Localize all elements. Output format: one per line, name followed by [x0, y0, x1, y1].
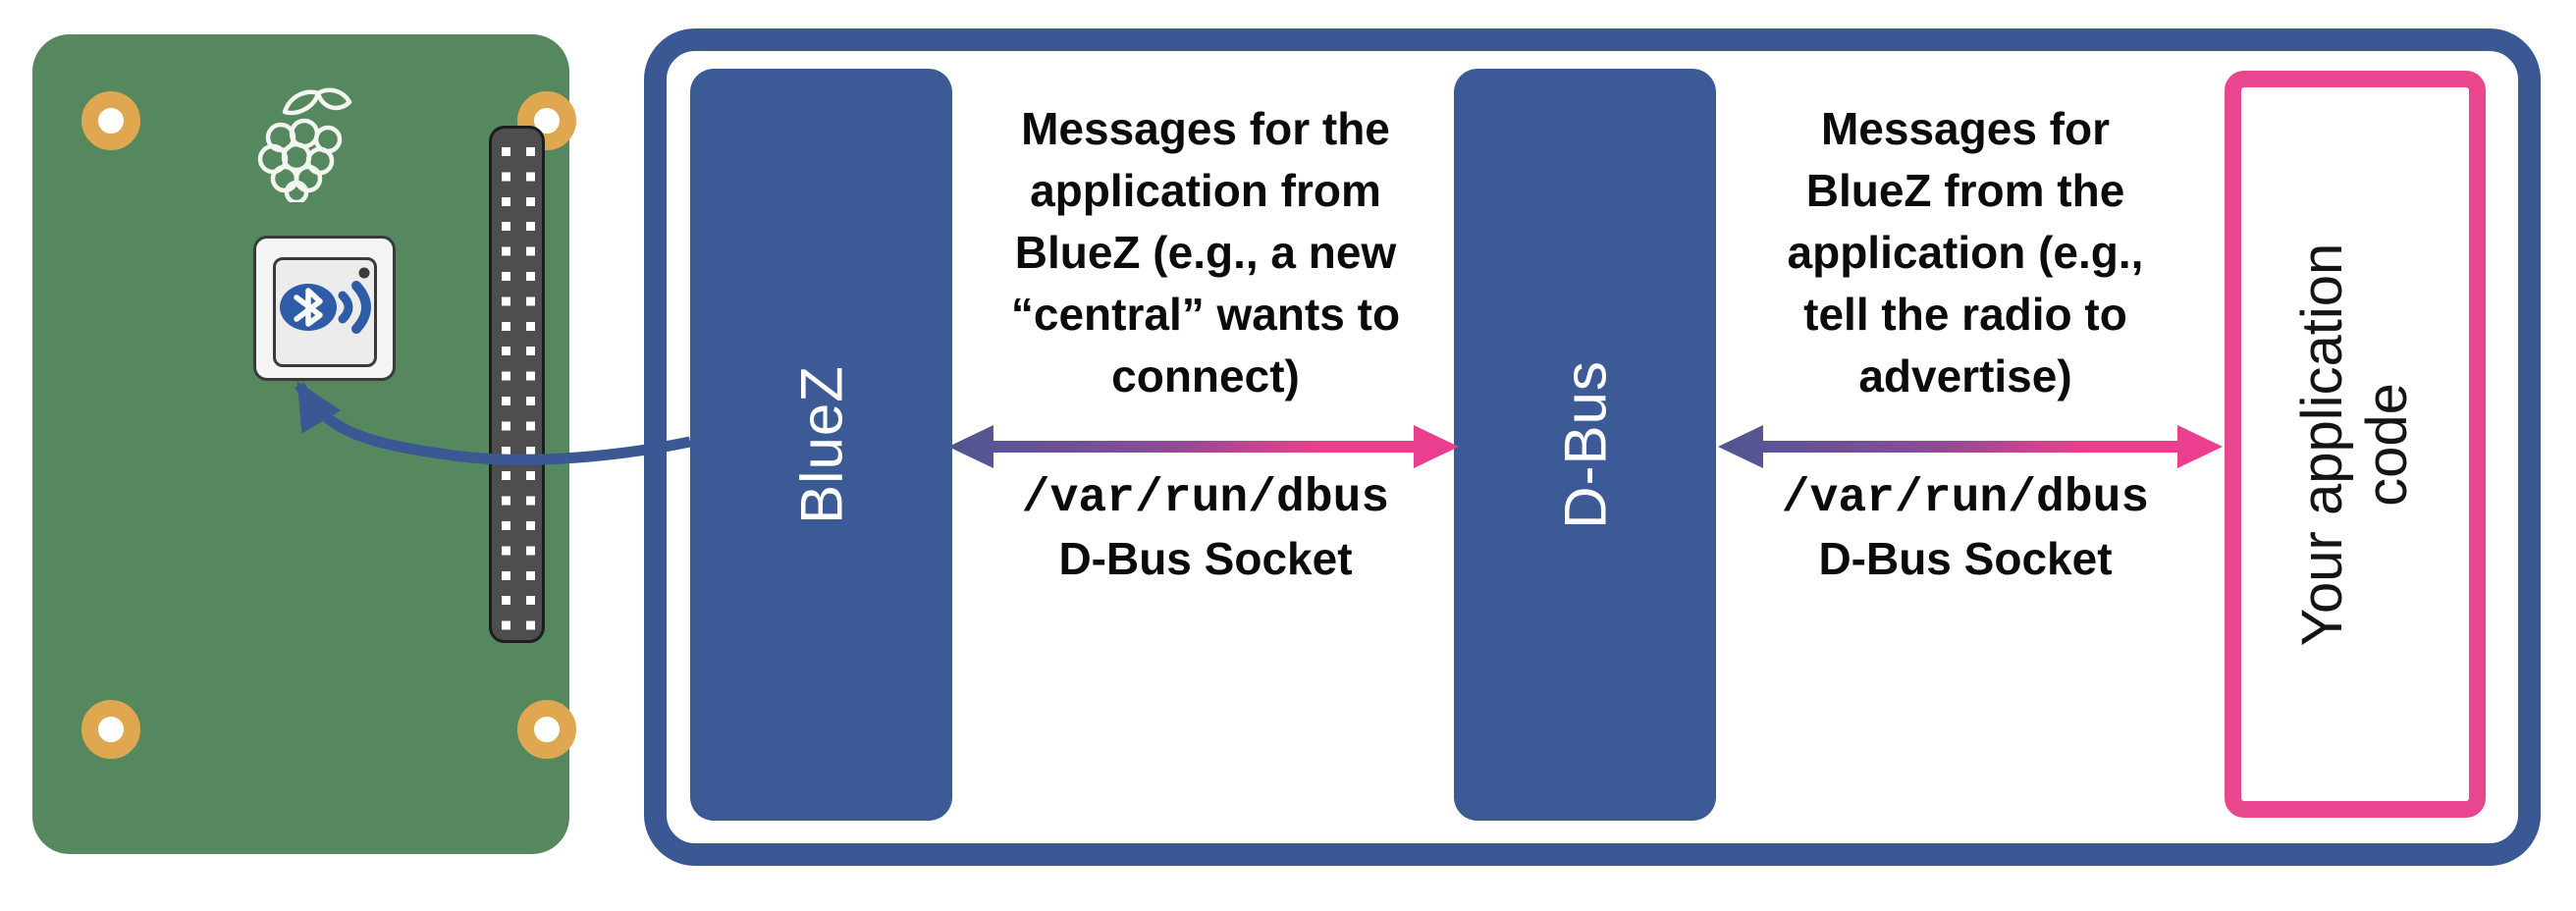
socket-label-left: /var/run/dbus D-Bus Socket — [958, 471, 1453, 591]
socket-label-right: /var/run/dbus D-Bus Socket — [1718, 471, 2213, 591]
note-bluez-to-app: Messages for the application from BlueZ … — [1010, 103, 1401, 402]
gpio-header — [489, 126, 545, 643]
bluez-label: BlueZ — [788, 365, 854, 524]
dbus-label: D-Bus — [1552, 360, 1618, 529]
application-code-box: Your application code — [2225, 71, 2486, 818]
module-led-dot — [358, 267, 370, 279]
dbus-socket-path: /var/run/dbus — [1021, 472, 1390, 525]
dbus-socket-caption: D-Bus Socket — [1818, 533, 2113, 584]
mounting-hole-bottom-left — [81, 700, 140, 759]
bluez-block: BlueZ — [690, 69, 952, 821]
dbus-block: D-Bus — [1454, 69, 1716, 821]
mounting-hole-top-left — [81, 91, 140, 150]
dbus-socket-caption: D-Bus Socket — [1058, 533, 1353, 584]
raspberry-logo-icon — [257, 87, 352, 202]
bluetooth-radio-icon — [280, 267, 371, 334]
mounting-hole-bottom-right — [517, 700, 576, 759]
gpio-pin-column — [502, 138, 510, 632]
application-code-label: Your application code — [2290, 242, 2419, 646]
dbus-socket-path: /var/run/dbus — [1781, 472, 2150, 525]
gpio-pin-column — [526, 138, 535, 632]
note-app-to-bluez: Messages for BlueZ from the application … — [1787, 103, 2144, 402]
bluetooth-module-screen — [273, 257, 377, 367]
